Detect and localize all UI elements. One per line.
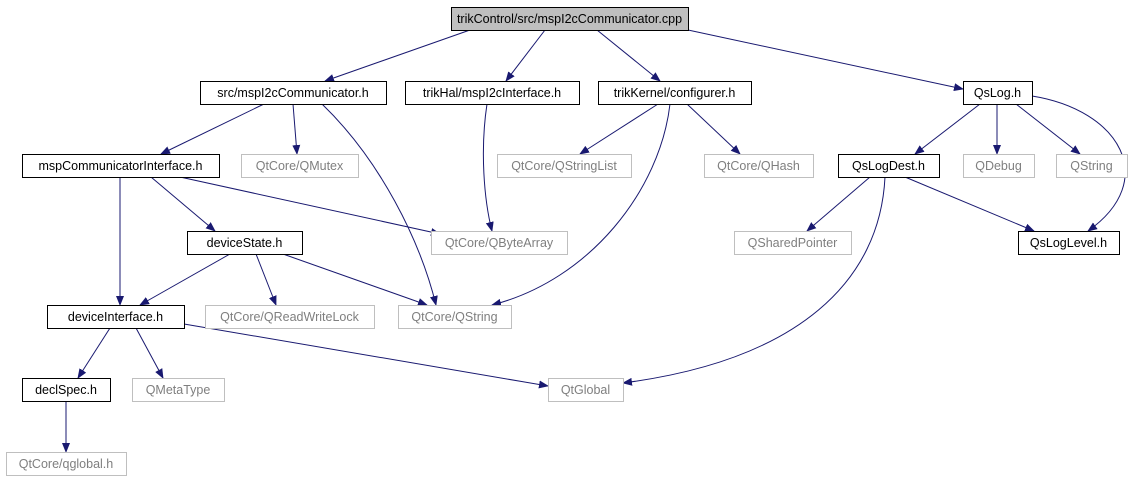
- node-label: QtCore/QString: [411, 310, 497, 324]
- node-box: [598, 81, 752, 105]
- node-label: QString: [1070, 159, 1112, 173]
- node-n2[interactable]: trikHal/mspI2cInterface.h: [405, 81, 580, 105]
- node-n4[interactable]: QsLog.h: [963, 81, 1033, 105]
- node-box: [1018, 231, 1120, 255]
- edge-n12-n17: [255, 253, 277, 306]
- node-label: trikControl/src/mspI2cCommunicator.cpp: [457, 12, 682, 26]
- node-n0[interactable]: trikControl/src/mspI2cCommunicator.cpp: [451, 7, 689, 31]
- node-n12[interactable]: deviceState.h: [187, 231, 303, 255]
- edge-n0-n1: [324, 29, 471, 82]
- node-box: [838, 154, 940, 178]
- node-n10: QDebug: [963, 154, 1035, 178]
- edge-n5-n12: [150, 176, 216, 232]
- edge-n3-n7: [579, 103, 659, 155]
- node-label: QtCore/QStringList: [511, 159, 617, 173]
- node-label: QtCore/QByteArray: [445, 236, 554, 250]
- node-n3[interactable]: trikKernel/configurer.h: [598, 81, 752, 105]
- node-box: [704, 154, 814, 178]
- node-n15[interactable]: QsLogLevel.h: [1018, 231, 1120, 255]
- node-box: [187, 231, 303, 255]
- edge-n3-n18: [491, 103, 671, 307]
- edge-n9-n15: [904, 176, 1035, 232]
- node-label: QtCore/QHash: [717, 159, 800, 173]
- node-n19[interactable]: declSpec.h: [22, 378, 111, 402]
- node-n16[interactable]: deviceInterface.h: [47, 305, 185, 329]
- node-label: QDebug: [975, 159, 1022, 173]
- edge-n4-n9: [914, 103, 981, 155]
- node-box: [548, 378, 624, 402]
- node-n1[interactable]: src/mspI2cCommunicator.h: [200, 81, 387, 105]
- node-box: [398, 305, 512, 329]
- edge-n9-n14: [806, 176, 871, 232]
- node-box: [734, 231, 852, 255]
- node-n11: QString: [1056, 154, 1128, 178]
- node-box: [241, 154, 359, 178]
- node-box: [963, 81, 1033, 105]
- node-box: [22, 154, 220, 178]
- node-box: [451, 7, 689, 31]
- node-label: trikKernel/configurer.h: [614, 86, 736, 100]
- edge-n1-n5: [160, 103, 265, 155]
- node-box: [22, 378, 111, 402]
- node-n5[interactable]: mspCommunicatorInterface.h: [22, 154, 220, 178]
- node-n20: QMetaType: [132, 378, 225, 402]
- node-label: QtCore/qglobal.h: [19, 457, 114, 471]
- edge-n16-n21: [183, 323, 549, 389]
- node-label: deviceInterface.h: [68, 310, 163, 324]
- edge-n16-n19: [77, 327, 111, 379]
- node-label: trikHal/mspI2cInterface.h: [423, 86, 561, 100]
- node-label: declSpec.h: [35, 383, 97, 397]
- edge-n16-n20: [135, 327, 164, 379]
- node-n17: QtCore/QReadWriteLock: [205, 305, 375, 329]
- node-n7: QtCore/QStringList: [497, 154, 632, 178]
- edge-n1-n6: [292, 103, 301, 155]
- node-box: [1056, 154, 1128, 178]
- node-label: QtCore/QReadWriteLock: [220, 310, 359, 324]
- edge-n1-n18: [321, 103, 438, 306]
- edge-n2-n13: [482, 103, 494, 232]
- node-label: QMetaType: [146, 383, 211, 397]
- node-n13: QtCore/QByteArray: [431, 231, 568, 255]
- node-box: [132, 378, 225, 402]
- node-box: [963, 154, 1035, 178]
- node-box: [497, 154, 632, 178]
- node-label: QsLogLevel.h: [1030, 236, 1107, 250]
- nodes-layer: trikControl/src/mspI2cCommunicator.cpp sr…: [6, 7, 1128, 476]
- node-label: QtCore/QMutex: [256, 159, 344, 173]
- node-box: [405, 81, 580, 105]
- edge-n4-n15: [1031, 95, 1126, 232]
- edge-n3-n8: [686, 103, 741, 155]
- node-n21: QtGlobal: [548, 378, 624, 402]
- node-label: QtGlobal: [561, 383, 610, 397]
- node-n14: QSharedPointer: [734, 231, 852, 255]
- node-n18: QtCore/QString: [398, 305, 512, 329]
- node-box: [47, 305, 185, 329]
- node-box: [6, 452, 127, 476]
- edge-n12-n16: [139, 253, 231, 306]
- node-label: src/mspI2cCommunicator.h: [217, 86, 368, 100]
- node-box: [200, 81, 387, 105]
- node-box: [205, 305, 375, 329]
- edge-n0-n4: [687, 29, 964, 92]
- node-n22: QtCore/qglobal.h: [6, 452, 127, 476]
- edges-layer: [62, 29, 1126, 453]
- node-label: QSharedPointer: [748, 236, 838, 250]
- node-label: QsLog.h: [974, 86, 1021, 100]
- node-n9[interactable]: QsLogDest.h: [838, 154, 940, 178]
- node-label: deviceState.h: [207, 236, 283, 250]
- node-label: mspCommunicatorInterface.h: [39, 159, 203, 173]
- edge-n0-n3: [596, 29, 661, 82]
- node-n8: QtCore/QHash: [704, 154, 814, 178]
- node-label: QsLogDest.h: [852, 159, 925, 173]
- edge-n0-n2: [505, 29, 546, 82]
- edge-n5-n13: [179, 176, 441, 236]
- edge-n12-n18: [282, 253, 428, 306]
- edge-n4-n11: [1015, 103, 1081, 155]
- node-box: [431, 231, 568, 255]
- node-n6: QtCore/QMutex: [241, 154, 359, 178]
- edge-n9-n21: [622, 176, 886, 386]
